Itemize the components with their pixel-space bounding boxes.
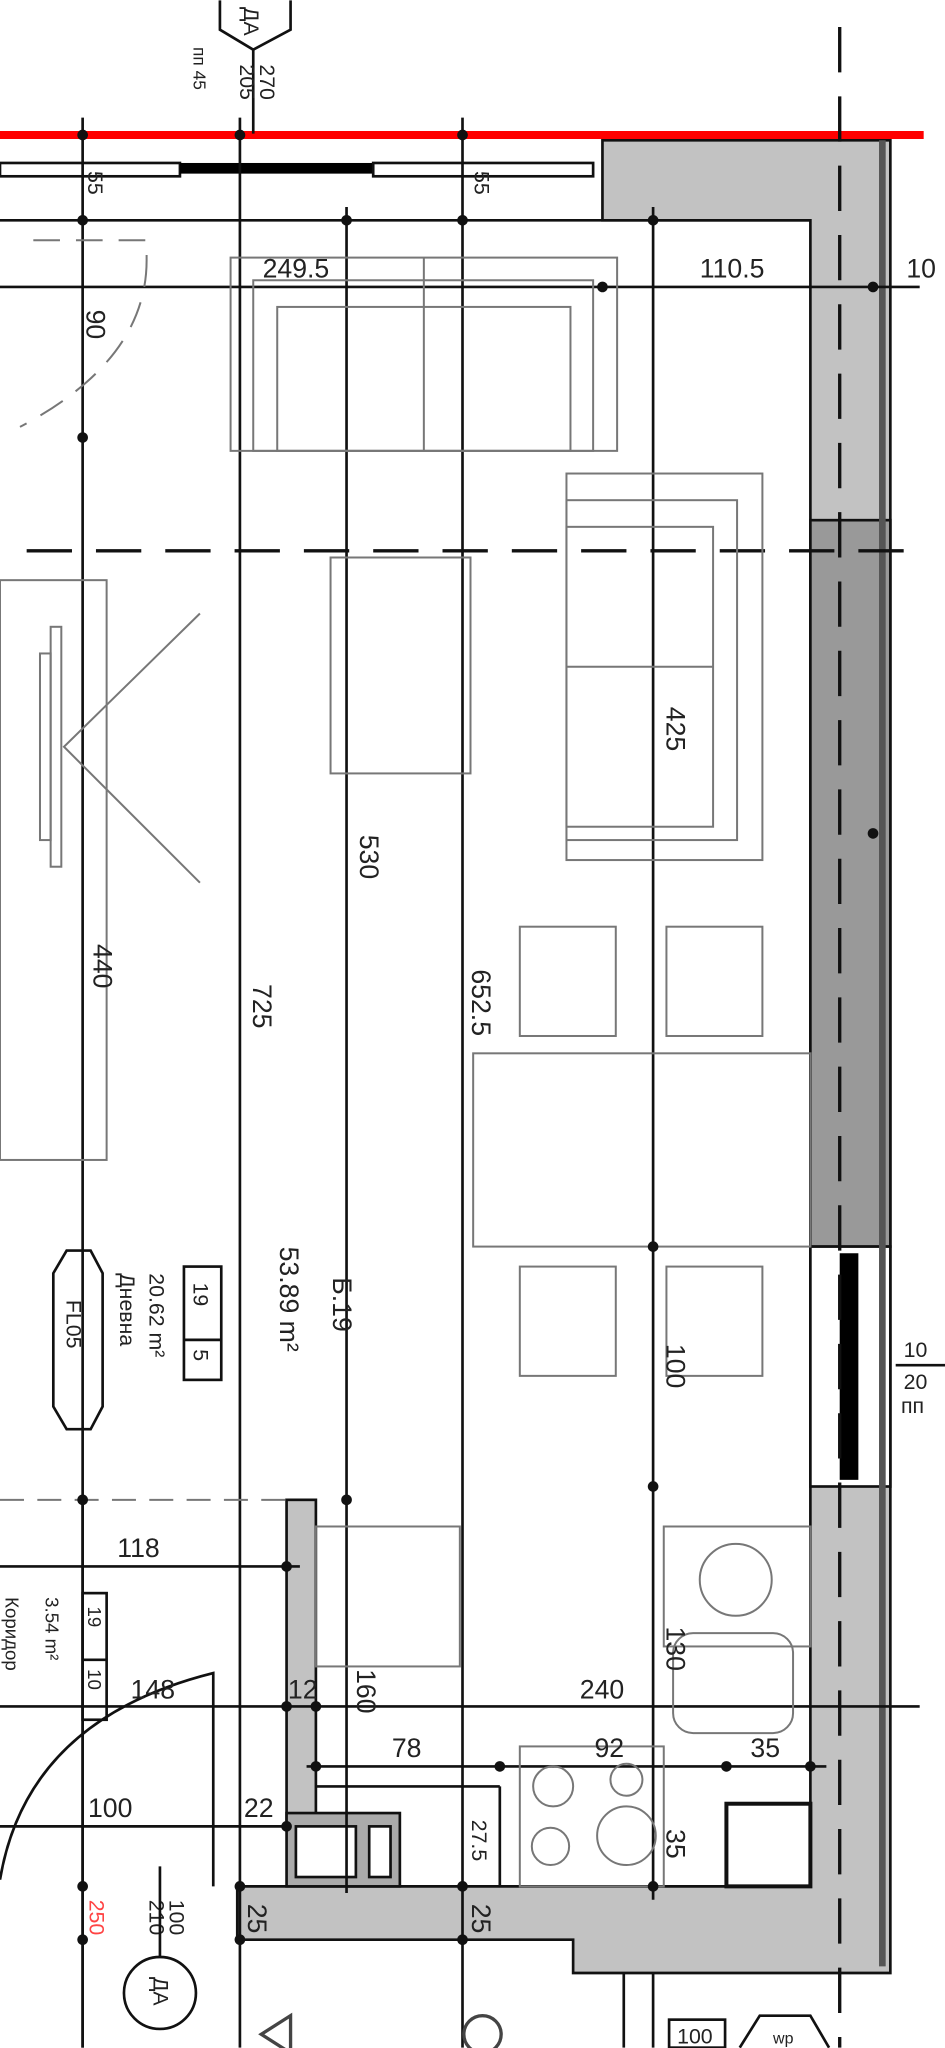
height-270: 270 bbox=[255, 64, 279, 100]
dim-label: 425 bbox=[660, 707, 690, 751]
dim-label: 160 bbox=[351, 1669, 381, 1713]
bottom-dim: 100 bbox=[677, 2025, 713, 2048]
door-tag-bottom: 100 210 250 ДА bbox=[84, 1866, 198, 2031]
dim-label: 92 bbox=[594, 1733, 624, 1763]
dim-label: 78 bbox=[392, 1733, 422, 1763]
sill-height: пп 45 bbox=[189, 47, 209, 90]
dim-label: 12 bbox=[288, 1674, 318, 1704]
dim-label: 440 bbox=[87, 944, 117, 988]
dim-label: 25 bbox=[242, 1904, 272, 1934]
furniture bbox=[0, 239, 813, 1889]
top-tag-label: ДА bbox=[239, 7, 263, 36]
bottom-label: wp bbox=[772, 2031, 794, 2048]
window-height: 20 bbox=[904, 1370, 928, 1394]
window-width: 10 bbox=[904, 1338, 928, 1362]
right-window-tag: 10 20 пп bbox=[895, 1338, 945, 1418]
door-width: 100 bbox=[164, 1900, 188, 1936]
right-window bbox=[839, 1253, 859, 1480]
dim-label: 55 bbox=[469, 171, 493, 195]
dim-label: 725 bbox=[247, 984, 277, 1028]
dim-label: 148 bbox=[131, 1674, 175, 1704]
room-name: Коридор bbox=[1, 1597, 22, 1671]
room-sub: 10 bbox=[84, 1669, 105, 1690]
dim-label: 110.5 bbox=[700, 254, 765, 284]
home-icon bbox=[462, 2013, 503, 2048]
room-corridor-tag: 19 10 3.54 m² Коридор bbox=[1, 1591, 108, 1722]
room-area: 20.62 m² bbox=[144, 1273, 168, 1357]
dimension-lines bbox=[0, 27, 920, 2048]
room-area: 53.89 m² bbox=[274, 1247, 304, 1352]
dimension-ticks bbox=[77, 129, 879, 1946]
dim-label: 100 bbox=[660, 1344, 690, 1388]
dim-label: 100 bbox=[88, 1793, 132, 1823]
room-area: 3.54 m² bbox=[41, 1597, 62, 1660]
dim-label: 530 bbox=[354, 835, 384, 879]
room-name: Дневна bbox=[115, 1273, 139, 1346]
door-height: 210 bbox=[144, 1900, 168, 1936]
dim-label: 35 bbox=[660, 1829, 690, 1859]
dim-label: 240 bbox=[580, 1674, 624, 1704]
floor-tag: FL05 bbox=[62, 1300, 86, 1349]
height-205: 205 bbox=[235, 64, 259, 100]
room-number: 19 bbox=[84, 1606, 105, 1627]
room-code: Б.19 bbox=[327, 1277, 357, 1332]
top-tag: ДА 270 205 пп 45 bbox=[189, 0, 292, 134]
room-main-label: Б.19 53.89 m² bbox=[274, 1247, 357, 1352]
room-number: 19 bbox=[188, 1283, 212, 1307]
room-sub: 5 bbox=[188, 1349, 212, 1361]
dim-label: 249.5 bbox=[263, 254, 330, 284]
nav-back-button[interactable] bbox=[258, 2012, 293, 2048]
nav-home-button[interactable] bbox=[462, 2013, 503, 2048]
dim-label: 55 bbox=[83, 171, 107, 195]
dim-label: 90 bbox=[81, 310, 111, 340]
door-red-label: 250 bbox=[84, 1900, 108, 1936]
window-sill: пп bbox=[901, 1394, 924, 1418]
back-icon bbox=[258, 2012, 293, 2048]
room-living-tag: 19 5 20.62 m² Дневна FL05 bbox=[51, 1249, 223, 1431]
dim-label: 118 bbox=[117, 1533, 159, 1563]
door-tag: ДА bbox=[148, 1977, 172, 2006]
dim-label: 27.5 bbox=[467, 1820, 491, 1861]
hatched-wall bbox=[809, 518, 892, 1248]
dimension-labels: 55 55 249.5 110.5 10 90 425 530 440 725 … bbox=[81, 171, 936, 1933]
dim-label: 35 bbox=[750, 1733, 780, 1763]
dim-label: 10 bbox=[906, 254, 936, 284]
dim-label: 25 bbox=[466, 1904, 496, 1934]
dim-label: 22 bbox=[244, 1793, 274, 1823]
dim-label: 652.5 bbox=[466, 969, 496, 1036]
dim-label: 130 bbox=[660, 1626, 690, 1670]
bottom-right-tag: 100 wp bbox=[622, 1972, 831, 2048]
